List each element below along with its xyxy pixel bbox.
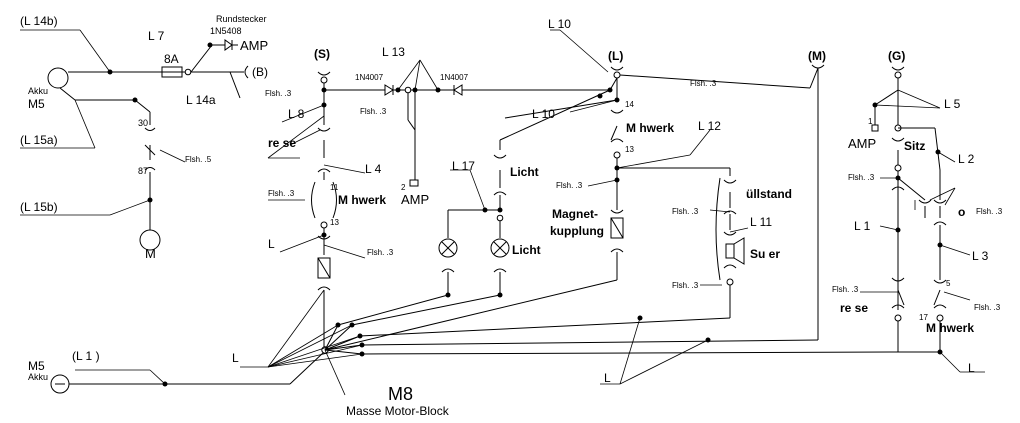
battery-plus-terminal <box>47 67 69 89</box>
label-m-connector: (M) <box>808 49 826 63</box>
label-flsh-fuell: Flsh. .3 <box>672 207 699 216</box>
label-terminal-30: 30 <box>138 118 148 128</box>
motor-m-symbol <box>139 229 161 251</box>
label-diode-1n5408: 1N5408 <box>210 26 242 36</box>
label-1n4007-a: 1N4007 <box>355 73 384 82</box>
label-flsh-mid: Flsh. .3 <box>556 181 583 190</box>
label-kupplung: kupplung <box>550 224 604 238</box>
label-l13: L 13 <box>382 45 405 59</box>
diode-1n4007-b <box>453 84 463 96</box>
label-flsh-relay: Flsh. .5 <box>185 155 212 164</box>
label-l1-bottom: (L 1 ) <box>72 349 100 363</box>
clutch-section: L 10 (L) (M) Flsh. .3 L 10 14 M hwerk L … <box>504 17 826 340</box>
label-maehwerk-mid: M hwerk <box>626 121 674 135</box>
label-l14b: (L 14b) <box>20 14 58 28</box>
label-l5: L 5 <box>944 97 961 111</box>
label-m5-bottom: M5 <box>28 359 45 373</box>
label-terminal-11: 11 <box>330 183 339 192</box>
label-l8: L 8 <box>288 107 305 121</box>
label-licht-lamp: Licht <box>512 243 541 257</box>
lights-section: L 17 Licht Licht <box>438 89 611 298</box>
ground-section: M5 Akku (L 1 ) L M8 Masse Motor-Block L <box>28 279 899 418</box>
label-l17: L 17 <box>452 159 475 173</box>
label-m8: M8 <box>388 384 413 404</box>
label-amp-top: AMP <box>240 38 268 53</box>
label-l10-top: L 10 <box>548 17 571 31</box>
label-amp1: AMP <box>848 136 876 151</box>
connector-g[interactable] <box>894 71 902 79</box>
label-l-bottom-mid: L <box>604 371 611 385</box>
label-flsh-top-s: Flsh. .3 <box>265 89 292 98</box>
label-terminal-14: 14 <box>625 100 634 109</box>
connector-l[interactable] <box>613 71 621 79</box>
label-amp1-num: 1 <box>868 117 873 126</box>
label-l-ground: L <box>232 351 239 365</box>
diode-1n5408 <box>224 39 233 51</box>
label-l-left: L <box>268 237 275 251</box>
label-akku-bottom: Akku <box>28 372 48 382</box>
lamp-right <box>490 238 510 258</box>
label-l14a: L 14a <box>186 93 216 107</box>
level-buzzer-section: üllstand Flsh. .3 L 11 Su er Flsh. .3 <box>672 168 792 318</box>
label-l1-right: L 1 <box>854 219 871 233</box>
magnet-clutch-coil <box>610 217 624 239</box>
label-g: (G) <box>888 49 905 63</box>
label-terminal-87: 87 <box>138 166 148 176</box>
label-akku-top: Akku <box>28 86 48 96</box>
lamp-left <box>438 238 458 258</box>
battery-section: (L 14b) L 7 8A Rundstecker 1N5408 AMP (B… <box>20 14 268 261</box>
label-terminal-17: 17 <box>919 313 928 322</box>
label-fuse: 8A <box>164 52 179 66</box>
label-terminal-5: 5 <box>946 279 951 288</box>
label-l15b: (L 15b) <box>20 200 58 214</box>
right-section: (G) L 5 1 AMP Sitz L 2 Flsh. .3 o Flsh. … <box>832 49 1003 375</box>
label-l10-mid: L 10 <box>532 107 555 121</box>
label-l15a: (L 15a) <box>20 133 58 147</box>
label-l11: L 11 <box>750 215 772 229</box>
label-amp2-num: 2 <box>401 183 406 192</box>
label-flsh-l8: Flsh. .3 <box>360 107 387 116</box>
label-rundstecker: Rundstecker <box>216 14 267 24</box>
coil-left <box>317 257 331 279</box>
label-flsh-right-left: Flsh. .3 <box>832 285 859 294</box>
label-motor-m: M <box>145 246 156 261</box>
label-maehwerk-left: M hwerk <box>338 193 386 207</box>
label-l-right: L <box>968 361 975 375</box>
label-m5-top: M5 <box>28 97 45 111</box>
label-masse-motor-block: Masse Motor-Block <box>346 404 450 418</box>
label-reverse-left: re se <box>268 136 296 150</box>
label-l12: L 12 <box>698 119 721 133</box>
buzzer-symbol <box>725 243 735 259</box>
label-l4: L 4 <box>365 162 382 176</box>
seat-switch-section: (S) L 13 1N4007 1N4007 Flsh. .3 L 8 Flsh… <box>265 45 610 350</box>
label-o: o <box>958 205 965 219</box>
label-b: (B) <box>252 65 268 79</box>
fuse-8a <box>161 66 183 78</box>
label-1n4007-b: 1N4007 <box>440 73 469 82</box>
label-l2: L 2 <box>958 152 975 166</box>
label-flsh-left-mid: Flsh. .3 <box>268 189 295 198</box>
label-l7: L 7 <box>148 29 165 43</box>
diode-1n4007-a <box>384 84 394 96</box>
label-flsh-summer: Flsh. .3 <box>672 281 699 290</box>
label-terminal-13-left: 13 <box>330 218 339 227</box>
label-flsh-o: Flsh. .3 <box>976 207 1003 216</box>
label-maehwerk-right: M hwerk <box>926 321 974 335</box>
label-s: (S) <box>314 47 330 61</box>
label-amp2: AMP <box>401 192 429 207</box>
label-l-connector: (L) <box>608 49 623 63</box>
label-summer: Su er <box>750 247 780 261</box>
label-flsh-right-right: Flsh. .3 <box>974 303 1001 312</box>
label-fuellstand: üllstand <box>746 187 792 201</box>
label-flsh-left-low: Flsh. .3 <box>367 248 394 257</box>
label-l3: L 3 <box>972 249 989 263</box>
label-flsh-l10: Flsh. .3 <box>690 79 717 88</box>
label-reverse-right: re se <box>840 301 868 315</box>
label-sitz: Sitz <box>904 139 925 153</box>
label-licht-switch: Licht <box>510 165 539 179</box>
label-magnet: Magnet- <box>552 207 598 221</box>
label-flsh-sitz: Flsh. .3 <box>848 173 875 182</box>
label-terminal-13-mid: 13 <box>625 145 634 154</box>
